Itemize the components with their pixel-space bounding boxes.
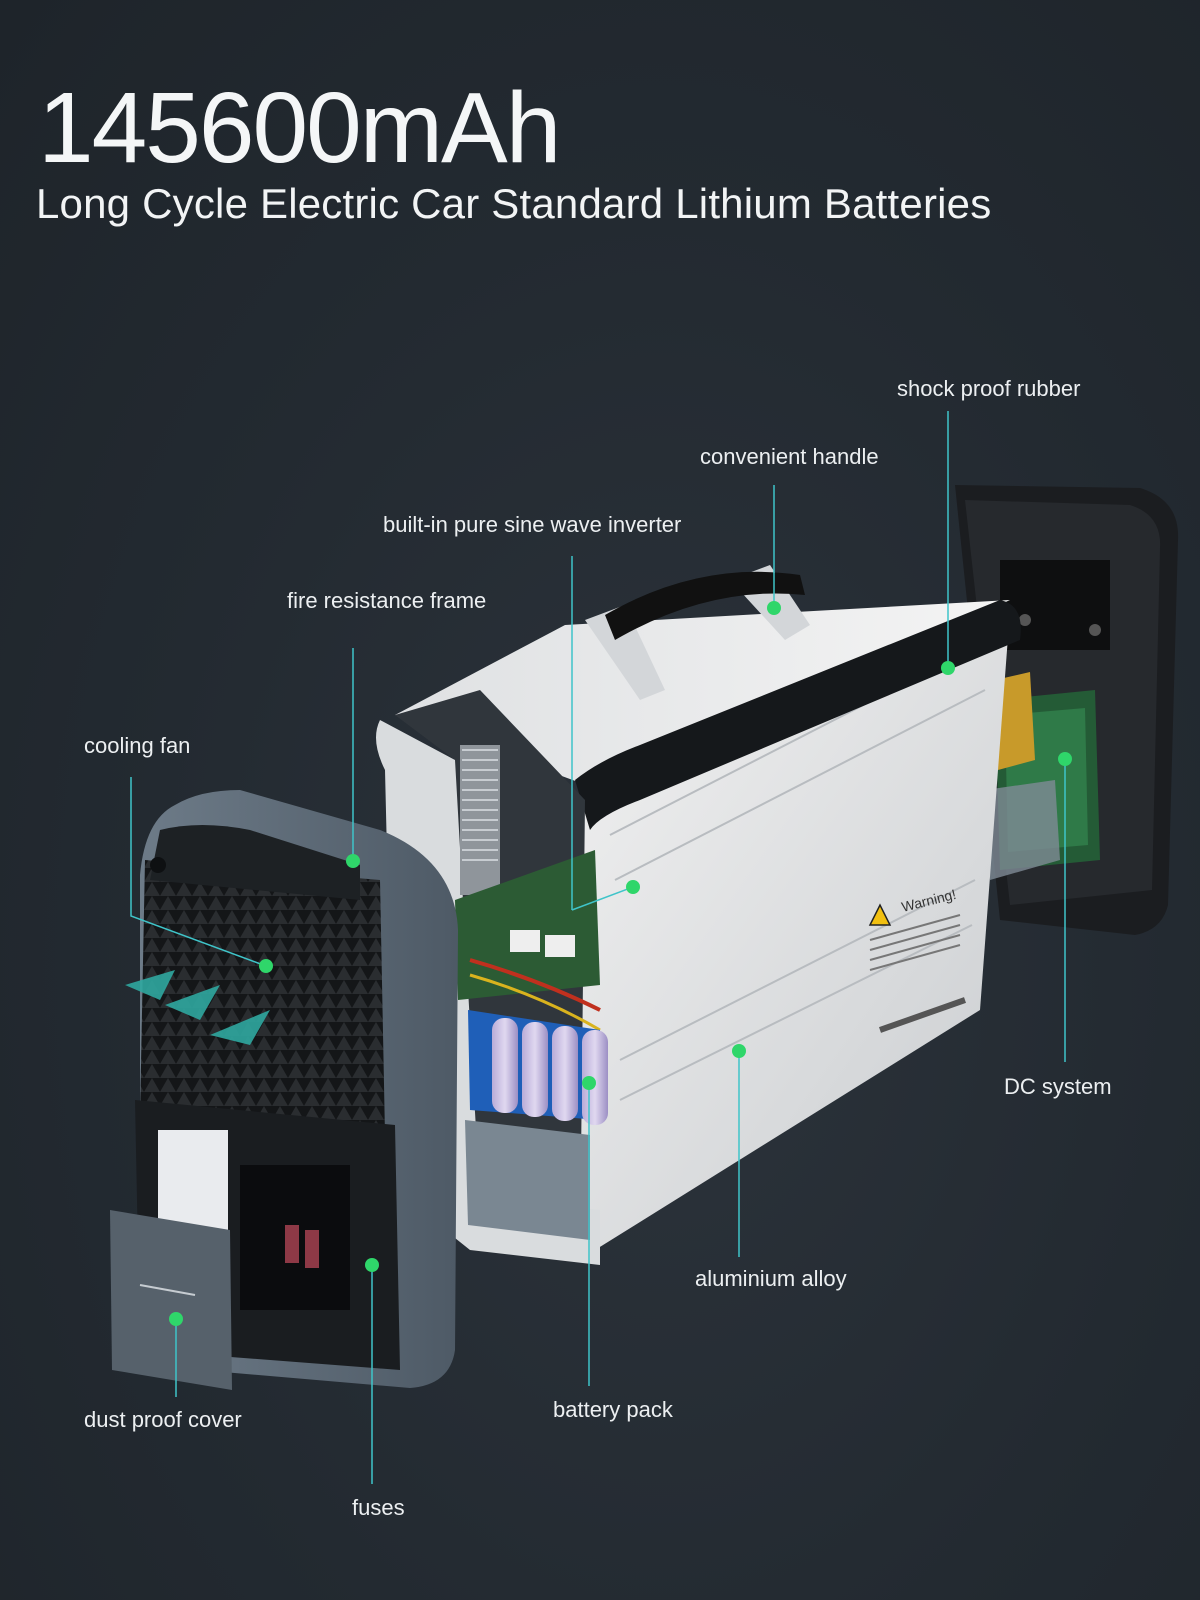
- marker-dc-system: [1058, 752, 1072, 766]
- marker-dots: [169, 601, 1072, 1326]
- capacity-headline: 145600mAh: [38, 72, 561, 184]
- marker-aluminium-alloy: [732, 1044, 746, 1058]
- leader-cooling-fan: [130, 777, 267, 967]
- label-battery-pack: battery pack: [553, 1397, 673, 1422]
- internal-components: [455, 745, 608, 1240]
- label-fuses: fuses: [352, 1495, 405, 1520]
- label-fire-resistance-frame: fire resistance frame: [287, 588, 487, 613]
- marker-battery-pack: [582, 1076, 596, 1090]
- marker-fuses: [365, 1258, 379, 1272]
- label-inverter: built-in pure sine wave inverter: [383, 512, 682, 537]
- marker-cooling-fan: [259, 959, 273, 973]
- marker-inverter: [626, 880, 640, 894]
- label-convenient-handle: convenient handle: [700, 444, 879, 469]
- label-dc-system: DC system: [1004, 1074, 1112, 1099]
- product-tagline: Long Cycle Electric Car Standard Lithium…: [36, 180, 992, 227]
- leader-inverter-bend: [571, 886, 634, 911]
- marker-dust-proof-cover: [169, 1312, 183, 1326]
- marker-shock-proof-rubber: [941, 661, 955, 675]
- label-shock-proof-rubber: shock proof rubber: [897, 376, 1081, 401]
- marker-convenient-handle: [767, 601, 781, 615]
- marker-fire-resistance-frame: [346, 854, 360, 868]
- label-aluminium-alloy: aluminium alloy: [695, 1266, 847, 1291]
- label-cooling-fan: cooling fan: [84, 733, 191, 758]
- leader-lines: [130, 411, 1066, 1484]
- label-dust-proof-cover: dust proof cover: [84, 1407, 242, 1432]
- front-panel: [110, 790, 458, 1390]
